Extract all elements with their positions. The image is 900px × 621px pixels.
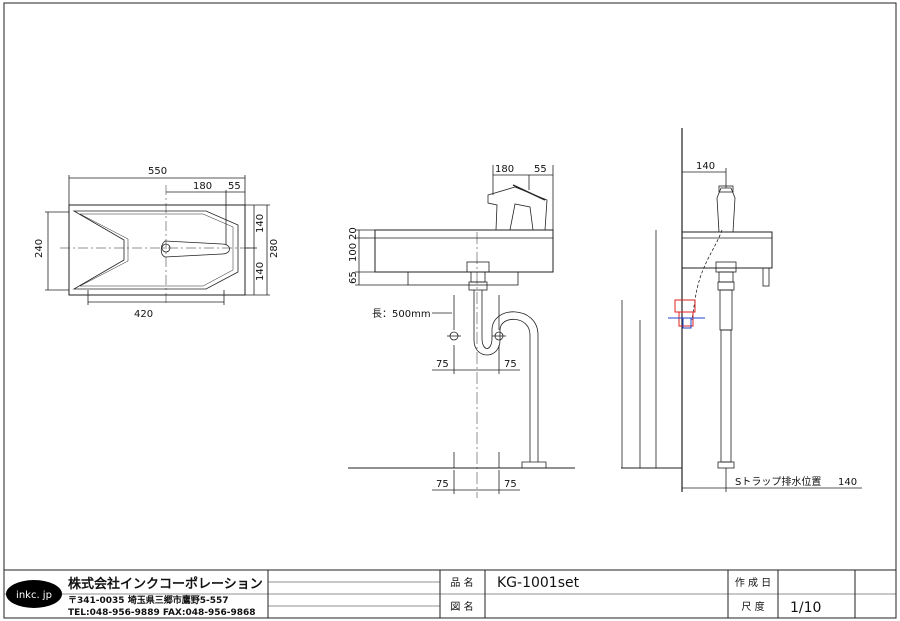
top-dim-55: 55 bbox=[228, 181, 241, 192]
company-name: 株式会社インクコーポレーション bbox=[68, 576, 263, 592]
scale-value: 1/10 bbox=[790, 600, 821, 616]
front-view bbox=[348, 165, 575, 498]
top-dim-180: 180 bbox=[193, 181, 212, 192]
front-dim-75-left-mid: 75 bbox=[436, 359, 449, 370]
top-dim-140-top: 140 bbox=[255, 214, 266, 233]
s-trap-front bbox=[473, 290, 539, 462]
trap-position-value: 140 bbox=[838, 477, 857, 488]
front-dim-75-right-bottom: 75 bbox=[504, 479, 517, 490]
date-label: 作 成 日 bbox=[735, 577, 771, 589]
basin-skirt-front bbox=[407, 271, 519, 286]
basin-body-side bbox=[681, 231, 773, 269]
hose-curve-side bbox=[691, 229, 723, 321]
basin-body-front bbox=[374, 229, 554, 273]
trap-position-label: Sトラップ排水位置 bbox=[735, 475, 821, 488]
title-block bbox=[4, 569, 896, 618]
front-dim-100: 100 bbox=[348, 243, 359, 262]
front-dim-20: 20 bbox=[348, 227, 359, 240]
top-dim-550: 550 bbox=[148, 166, 167, 177]
basin-outline-top bbox=[68, 204, 246, 296]
scale-label: 尺 度 bbox=[741, 600, 764, 613]
faucet-top bbox=[160, 240, 230, 258]
top-dim-140-bottom: 140 bbox=[255, 262, 266, 281]
front-dim-65: 65 bbox=[348, 271, 359, 284]
side-dim-140: 140 bbox=[696, 161, 715, 172]
company-contacts: TEL:048-956-9889 FAX:048-956-9868 bbox=[68, 608, 256, 618]
front-dim-75-right-mid: 75 bbox=[504, 359, 517, 370]
bowl-outline-top bbox=[72, 210, 239, 290]
supply-valve-side bbox=[668, 299, 705, 329]
top-view bbox=[45, 175, 270, 305]
company-address: 〒341-0035 埼玉県三郷市鷹野5-557 bbox=[68, 594, 229, 606]
top-dim-240: 240 bbox=[34, 239, 45, 258]
drain-flange-front bbox=[466, 261, 490, 273]
faucet-side bbox=[716, 187, 736, 233]
front-dim-55: 55 bbox=[534, 164, 547, 175]
front-dim-180: 180 bbox=[495, 164, 514, 175]
drawing-frame bbox=[3, 2, 897, 619]
top-dim-280: 280 bbox=[269, 239, 280, 258]
side-view bbox=[621, 128, 862, 492]
hose-length-label: 長：500mm bbox=[372, 308, 431, 320]
product-name-label: 品 名 bbox=[450, 576, 473, 589]
top-dim-420: 420 bbox=[134, 309, 153, 320]
faucet-front bbox=[487, 186, 548, 231]
drawing-name-label: 図 名 bbox=[450, 600, 473, 613]
product-name-value: KG-1001set bbox=[497, 575, 580, 591]
drain-flange-side bbox=[715, 261, 737, 273]
company-logo bbox=[6, 580, 62, 608]
logo-text: inkc. jp bbox=[16, 590, 52, 601]
front-dim-75-left-bottom: 75 bbox=[436, 479, 449, 490]
drain-pipe-side bbox=[720, 329, 732, 463]
